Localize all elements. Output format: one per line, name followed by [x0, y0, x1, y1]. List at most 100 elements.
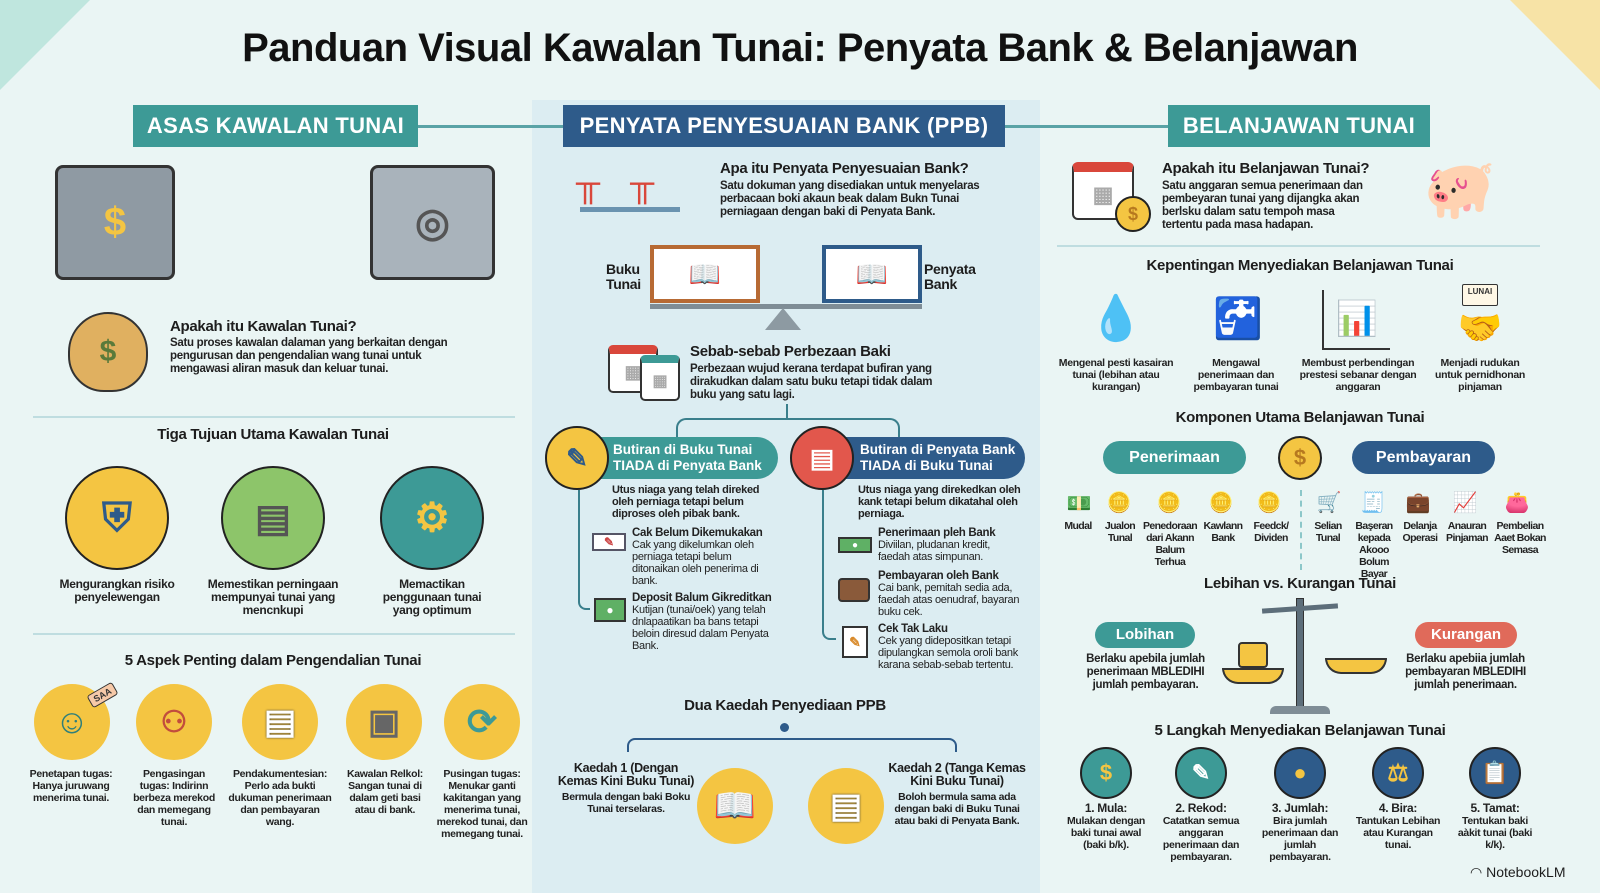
importance-title: Kepentingan Menyediakan Belanjawan Tunai — [1146, 257, 1454, 274]
cheque-icon: ✎ — [592, 533, 626, 551]
water-drop-icon: 💧 — [1088, 294, 1144, 343]
what-is-cash-control-title: Apakah itu Kawalan Tunai? — [170, 318, 357, 335]
step-body: Catatkan semua anggaran penerimaan dan p… — [1162, 815, 1240, 863]
scale-base — [1270, 706, 1330, 714]
method-2: Kaedah 2 (Tanga Kemas Kini Buku Tunai) B… — [886, 762, 1028, 828]
ppb-what-title: Apa itu Penyata Penyesuaian Bank? — [720, 160, 969, 177]
aspect-label: Kawalan Relkol: Sangan tunai di dalam ge… — [346, 768, 424, 816]
coin-icon: $ — [1278, 436, 1322, 480]
what-is-cash-control-body: Satu proses kawalan dalaman yang berkait… — [170, 337, 448, 375]
clipboard-pen-icon: 📋 — [1469, 747, 1521, 799]
step-body: Bira jumlah penerimaan dan jumlah pembay… — [1261, 815, 1339, 863]
receipts-pill: Penerimaan — [1103, 441, 1246, 474]
receipt-label: Mudal — [1064, 520, 1092, 532]
branch-left-line — [578, 490, 590, 610]
scale-pan-left — [1222, 668, 1284, 684]
item-body: Cai bank, pemitah sedia ada, faedah atas… — [878, 582, 1020, 618]
safe-cash-icon: ◎ — [370, 165, 495, 280]
branch-right-pill: Butiran di Penyata Bank TIADA di Buku Tu… — [842, 437, 1025, 479]
safe-key-icon: ▣ — [346, 684, 422, 760]
corner-decoration — [1510, 0, 1600, 90]
seesaw-fulcrum — [765, 308, 801, 330]
cashier-icon: ☺ — [34, 684, 110, 760]
branch-left-pill: Butiran di Buku Tunai TIADA di Penyata B… — [595, 437, 778, 479]
thief-shield-icon: ⛨ — [65, 466, 169, 570]
cheque-pen-icon: ✎ — [545, 426, 609, 490]
surplus-deficit-title: Lebihan vs. Kurangan Tunai — [1204, 575, 1396, 592]
goal-label: Memestikan perningaan mempunyai tunai ya… — [207, 577, 339, 617]
bridge-icon: ╥╥ — [576, 160, 680, 212]
method-1: Kaedah 1 (Dengan Kemas Kini Buku Tunai) … — [556, 762, 696, 816]
section-header-cash-budget: BELANJAWAN TUNAI — [1168, 105, 1430, 147]
coins-icon: ● — [1274, 747, 1326, 799]
payment-label: Selian Tunal — [1314, 520, 1342, 544]
coin-icon: $ — [1115, 196, 1151, 232]
item-title: Cak Belum Dikemukakan — [632, 527, 763, 539]
notebooklm-icon: ◠ — [1470, 864, 1487, 880]
cash-stack-icon: 💵 — [1066, 492, 1092, 515]
item-body: Kutijan (tunai/oek) yang telah dnlapaati… — [632, 604, 769, 652]
aspect-label: Pusingan tugas: Menukar ganti kakitangan… — [436, 768, 528, 840]
step-body: Mulakan dengan baki tunai awal (baki b/k… — [1066, 815, 1146, 851]
causes-body: Perbezaan wujud kerana terdapat bufiran … — [690, 363, 933, 401]
growth-piggy-icon: 🐖 — [1423, 157, 1497, 222]
loan-document: LUNAI — [1462, 284, 1498, 306]
payment-label: Pembelian Aaet Bokan Semasa — [1494, 520, 1546, 556]
section-header-ppb: PENYATA PENYESUAIAN BANK (PPB) — [563, 105, 1005, 147]
deficit-pill: Kurangan — [1415, 622, 1517, 648]
seesaw-beam — [650, 304, 922, 309]
growth-chart-icon: 📈 — [1452, 491, 1478, 514]
gear-dollar-icon: ⚙ — [380, 466, 484, 570]
tap-icon: 🚰 — [1213, 296, 1263, 341]
divider — [33, 633, 515, 635]
bar-chart-icon: 📊 — [1322, 290, 1390, 350]
method-2-body: Boloh bermula sama ada dengan baki di Bu… — [894, 791, 1020, 827]
step-body: Tantukan Lebihan atau Kurangan tunai. — [1355, 815, 1441, 851]
hand-coin-icon: 🪙 — [1208, 491, 1234, 514]
item-body: Cak yang dikelumkan oleh perniaga tetapi… — [632, 539, 759, 587]
open-safe-icon: $ — [55, 165, 175, 280]
causes-title: Sebab-sebab Perbezaan Baki — [690, 343, 891, 360]
bank-statement-book-icon: 📖 — [822, 245, 922, 303]
scale-pan-right — [1325, 658, 1387, 674]
item-title: Pembayaran oleh Bank — [878, 570, 999, 582]
budget-what-body: Satu anggaran semua penerimaan dan pembe… — [1162, 180, 1363, 231]
branch-connector — [676, 418, 900, 440]
two-people-icon: ⚇ — [136, 684, 212, 760]
divider — [1057, 245, 1540, 247]
importance-label: Mengawal penerimaan dan pembayaran tunai — [1193, 357, 1279, 393]
corner-decoration — [0, 0, 90, 90]
cash-register-icon: ▤ — [221, 466, 325, 570]
item-title: Penerimaan pleh Bank — [878, 527, 996, 539]
step-body: Tentukan baki aàkit tunai (baki k/k). — [1457, 815, 1533, 851]
cash-card-icon: ● — [594, 598, 626, 622]
ppb-what-body: Satu dokuman yang disediakan untuk menye… — [720, 180, 980, 218]
cash-book-icon: 📖 — [650, 245, 760, 303]
payment-label: Anauran Pinjaman — [1446, 520, 1488, 544]
cash-coins-icon: $ — [1080, 747, 1132, 799]
goal-label: Memactikan penggunaan tunai yang optimum — [382, 577, 482, 617]
documents-icon: ▤ — [242, 684, 318, 760]
invoice-coin-icon: 🧾 — [1360, 491, 1386, 514]
bank-statement-icon: ▤ — [790, 426, 854, 490]
aspect-label: Penetapan tugas: Hanya juruwang menerima… — [29, 768, 113, 804]
rotation-people-icon: ⟳ — [444, 684, 520, 760]
item-body: Cek yang didepositkan tetapi dipulangkan… — [878, 635, 1018, 671]
cart-icon: 🛒 — [1316, 491, 1342, 514]
step-title: 4. Bira: — [1378, 801, 1418, 815]
aspects-title: 5 Aspek Penting dalam Pengendalian Tunai — [124, 652, 422, 669]
coin-stack — [1238, 642, 1268, 668]
deficit-body: Berlaku apebiia jumlah pembayaran MBLEDI… — [1405, 653, 1526, 691]
item-body: Diviilan, pludanan kredit, faedah atas s… — [878, 539, 991, 563]
payments-pill: Pembayaran — [1352, 441, 1495, 474]
hand-coin-icon: 🪙 — [1256, 491, 1282, 514]
divider — [33, 416, 515, 418]
step-title: 3. Jumlah: — [1271, 801, 1329, 815]
wallet-icon: 👛 — [1504, 491, 1530, 514]
open-book-icon: 📖 — [697, 768, 773, 844]
importance-label: Mengenal pesti kasairan tunai (lebihan a… — [1058, 357, 1174, 393]
calendar-icon: ▦ — [640, 355, 680, 401]
step-title: 1. Mula: — [1084, 801, 1128, 815]
bank-statement-label: Penyata Bank — [924, 261, 976, 292]
surplus-body: Berlaku apebila jumlah penerimaan MBLEDI… — [1086, 653, 1205, 691]
